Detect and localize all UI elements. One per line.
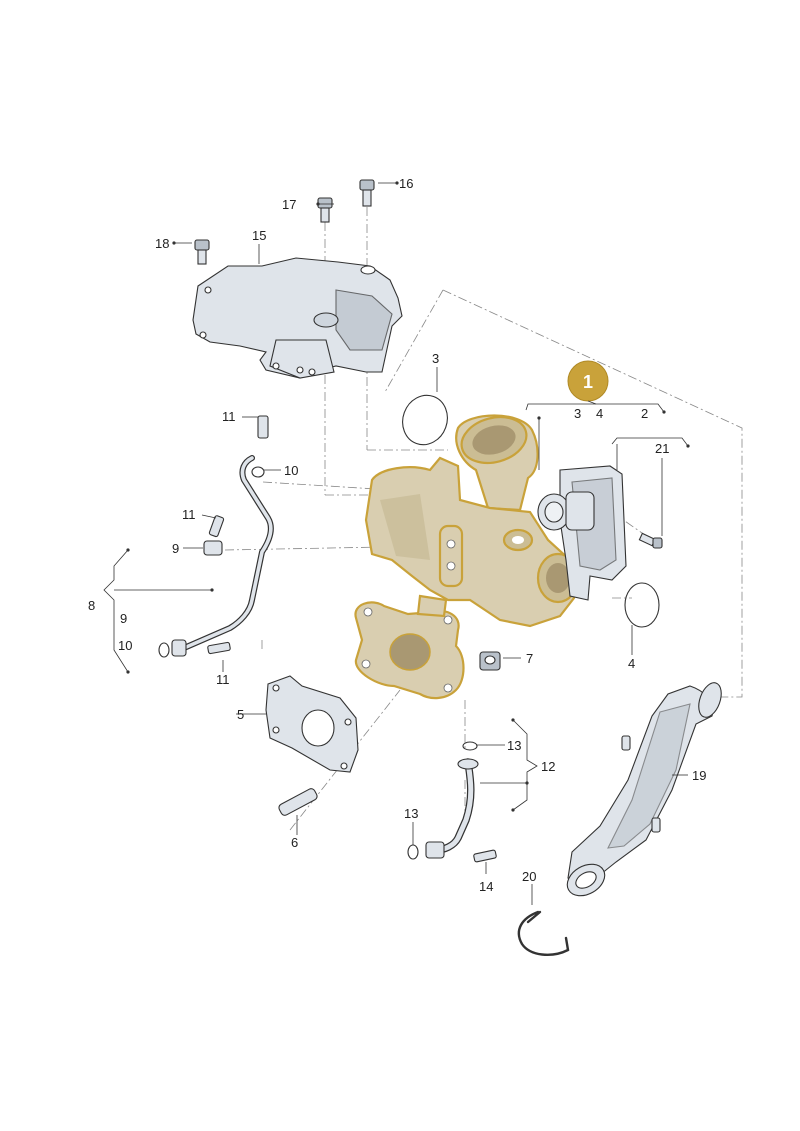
callout-19: 19 — [692, 768, 706, 783]
o-ring-4 — [624, 582, 660, 628]
leader-lines — [103, 181, 690, 905]
callout-7: 7 — [526, 651, 533, 666]
callout-11-clamp: 11 — [182, 507, 196, 522]
wastegate-actuator-icon — [537, 465, 627, 601]
callout-1-sub-3: 3 — [574, 406, 581, 421]
oil-supply-pipe — [158, 455, 274, 658]
callout-8-sub-10: 10 — [118, 638, 132, 653]
callout-13-upper: 13 — [507, 738, 521, 753]
callout-11-top: 11 — [222, 409, 236, 424]
seal-13-upper — [462, 741, 478, 751]
bolt-11-clamp — [208, 515, 225, 538]
callout-12: 12 — [541, 759, 555, 774]
callout-10: 10 — [284, 463, 298, 478]
nut-7 — [479, 651, 501, 671]
oil-return-pipe — [425, 758, 479, 859]
charge-air-pipe-icon — [566, 682, 722, 897]
callout-18: 18 — [155, 236, 169, 251]
highlight-badge: 1 — [567, 360, 609, 405]
callout-21: 21 — [655, 441, 669, 456]
callout-6: 6 — [291, 835, 298, 850]
callout-1-sub-2: 2 — [641, 406, 648, 421]
highlight-badge-label: 1 — [583, 372, 593, 392]
seal-13-lower — [407, 844, 419, 860]
clamp-9 — [203, 540, 223, 556]
callout-11-bottom: 11 — [216, 672, 230, 687]
bolt-14 — [473, 849, 497, 863]
bolt-21 — [638, 532, 663, 549]
heat-shield-icon — [192, 257, 403, 379]
callout-14: 14 — [479, 879, 493, 894]
callout-20: 20 — [522, 869, 536, 884]
callout-13-lower: 13 — [404, 806, 418, 821]
bolt-17 — [317, 197, 333, 223]
bolt-16 — [359, 179, 375, 207]
seal-10 — [251, 466, 265, 478]
turbocharger-icon — [354, 414, 580, 700]
callout-5: 5 — [237, 707, 244, 722]
banjo-bolt-11-lower — [207, 641, 231, 655]
bolt-18 — [194, 239, 210, 265]
gasket-5 — [265, 675, 359, 773]
callout-4: 4 — [628, 656, 635, 671]
callout-9: 9 — [172, 541, 179, 556]
callout-15: 15 — [252, 228, 266, 243]
o-ring-3 — [402, 394, 448, 446]
callout-3: 3 — [432, 351, 439, 366]
callout-16: 16 — [399, 176, 413, 191]
stud-6 — [278, 788, 318, 816]
callout-1-sub-4: 4 — [596, 406, 603, 421]
banjo-bolt-11 — [257, 415, 269, 439]
callout-8: 8 — [88, 598, 95, 613]
callout-labels: 16 17 18 15 3 3 4 2 21 4 11 10 11 9 8 9 … — [88, 176, 706, 894]
callout-8-sub-9: 9 — [120, 611, 127, 626]
clip-20 — [517, 910, 570, 956]
callout-17: 17 — [282, 197, 296, 212]
